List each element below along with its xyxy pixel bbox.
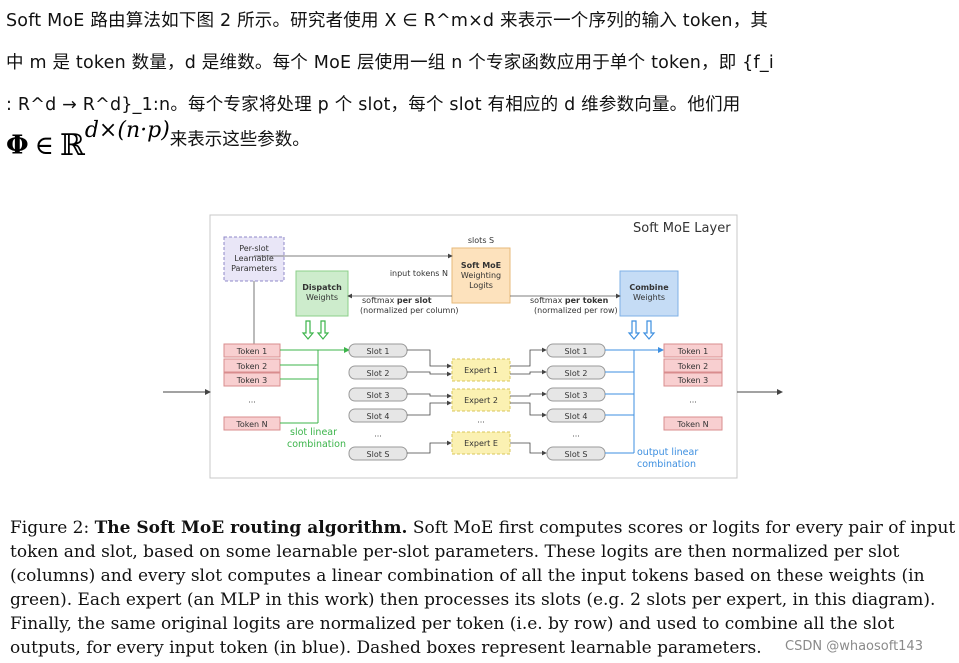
- caption-line-3: (columns) and every slot computes a line…: [10, 566, 925, 586]
- svg-text:Slot 3: Slot 3: [367, 391, 390, 400]
- svg-text:Slot S: Slot S: [367, 450, 390, 459]
- output-linear-label-2: combination: [637, 459, 696, 470]
- soft-moe-diagram: Soft MoE Layer Per-slot Learnable Parame…: [163, 214, 783, 479]
- math-trailing-text: 来表示这些参数。: [169, 130, 310, 151]
- svg-text:Token 3: Token 3: [677, 376, 708, 385]
- softmax-per-token: softmax per token: [530, 296, 609, 305]
- slots-s-label: slots S: [468, 236, 494, 245]
- output-slots: Slot 1 Slot 2 Slot 3 Slot 4 ··· Slot S: [546, 343, 606, 461]
- softmax-per-slot-note: (normalized per column): [360, 306, 459, 315]
- per-slot-label-1: Per-slot: [239, 244, 269, 253]
- svg-text:Slot 1: Slot 1: [367, 347, 390, 356]
- intro-line-3: : R^d → R^d}_1:n。每个专家将处理 p 个 slot，每个 slo…: [6, 95, 741, 115]
- svg-text:Slot 4: Slot 4: [367, 412, 390, 421]
- math-formula-line: Φ∈ℝd×(n·p)来表示这些参数。: [6, 118, 310, 172]
- svg-text:Slot 2: Slot 2: [565, 369, 588, 378]
- svg-text:Token N: Token N: [676, 420, 708, 429]
- per-slot-label-3: Parameters: [231, 264, 277, 273]
- slot-linear-label-1: slot linear: [290, 427, 337, 438]
- dispatch-label-2: Weights: [306, 293, 338, 302]
- svg-text:Token 2: Token 2: [677, 362, 708, 371]
- svg-text:Slot 1: Slot 1: [565, 347, 588, 356]
- caption-line-1: Figure 2: The Soft MoE routing algorithm…: [10, 518, 956, 538]
- slot-to-expert-arrows: [407, 349, 452, 454]
- caption-label: Figure 2:: [10, 518, 90, 538]
- input-tokens: Token 1 Token 2 Token 3 ··· Token N: [223, 343, 281, 431]
- output-combination-lines: [605, 347, 664, 454]
- svg-text:Token 2: Token 2: [236, 362, 267, 371]
- softmoe-label-3: Logits: [469, 281, 493, 290]
- svg-text:···: ···: [374, 432, 382, 441]
- svg-text:Slot 3: Slot 3: [565, 391, 588, 400]
- svg-text:Token 1: Token 1: [236, 347, 267, 356]
- intro-line-2: 中 m 是 token 数量，d 是维数。每个 MoE 层使用一组 n 个专家函…: [6, 53, 774, 73]
- expert-to-slot-arrows: [510, 347, 547, 456]
- dispatch-weights-box: [295, 270, 349, 317]
- svg-text:···: ···: [689, 398, 697, 407]
- svg-text:Expert 1: Expert 1: [464, 366, 498, 375]
- output-linear-label-1: output linear: [637, 447, 698, 458]
- svg-text:Expert E: Expert E: [464, 439, 498, 448]
- combine-down-arrows: [627, 320, 656, 340]
- dimension-superscript: d×(n·p): [84, 118, 170, 144]
- caption-line-6: outputs, for every input token (in blue)…: [10, 638, 762, 658]
- svg-text:···: ···: [248, 398, 256, 407]
- phi-symbol: Φ: [6, 130, 29, 161]
- experts: Expert 1 Expert 2 ··· Expert E: [451, 358, 511, 455]
- per-slot-params-box: [223, 236, 285, 282]
- svg-text:Token 1: Token 1: [677, 347, 708, 356]
- svg-text:Token 3: Token 3: [236, 376, 267, 385]
- combine-weights-box: [619, 270, 679, 317]
- softmoe-label-1: Soft MoE: [461, 261, 501, 270]
- intro-text: Soft MoE 路由算法如下图 2 所示。研究者使用 X ∈ R^m×d 来表…: [6, 0, 956, 126]
- softmoe-logits-box: [451, 247, 511, 304]
- combine-label-1: Combine: [629, 283, 669, 292]
- svg-text:Expert 2: Expert 2: [464, 396, 498, 405]
- layer-title: Soft MoE Layer: [633, 221, 731, 236]
- caption-line-5: Finally, the same original logits are no…: [10, 614, 895, 634]
- svg-text:Slot 4: Slot 4: [565, 412, 588, 421]
- svg-text:Token N: Token N: [235, 420, 267, 429]
- intro-line-1: Soft MoE 路由算法如下图 2 所示。研究者使用 X ∈ R^m×d 来表…: [6, 11, 769, 31]
- csdn-watermark: CSDN @whaosoft143: [785, 639, 923, 654]
- svg-text:Slot S: Slot S: [565, 450, 588, 459]
- softmax-per-token-note: (normalized per row): [534, 306, 618, 315]
- caption-line-2: token and slot, based on some learnable …: [10, 542, 900, 562]
- element-of-symbol: ∈: [34, 130, 54, 161]
- caption-line-4: green). Each expert (an MLP in this work…: [10, 590, 936, 610]
- combine-label-2: Weights: [633, 293, 665, 302]
- slot-linear-label-2: combination: [287, 439, 346, 450]
- svg-text:Slot 2: Slot 2: [367, 369, 390, 378]
- output-tokens: Token 1 Token 2 Token 3 ··· Token N: [663, 343, 723, 431]
- svg-text:···: ···: [572, 432, 580, 441]
- svg-text:···: ···: [477, 418, 485, 427]
- figure-caption: Figure 2: The Soft MoE routing algorithm…: [10, 516, 956, 660]
- softmoe-label-2: Weighting: [461, 271, 501, 280]
- slot-combination-lines: [280, 347, 350, 424]
- dispatch-label-1: Dispatch: [302, 283, 342, 292]
- real-set-symbol: ℝ: [59, 128, 85, 163]
- softmax-per-slot: softmax per slot: [362, 296, 432, 305]
- caption-title: The Soft MoE routing algorithm.: [94, 518, 408, 538]
- input-slots: Slot 1 Slot 2 Slot 3 Slot 4 ··· Slot S: [348, 343, 408, 461]
- dispatch-down-arrows: [301, 320, 330, 340]
- per-slot-label-2: Learnable: [234, 254, 274, 263]
- input-tokens-label: input tokens N: [390, 269, 448, 278]
